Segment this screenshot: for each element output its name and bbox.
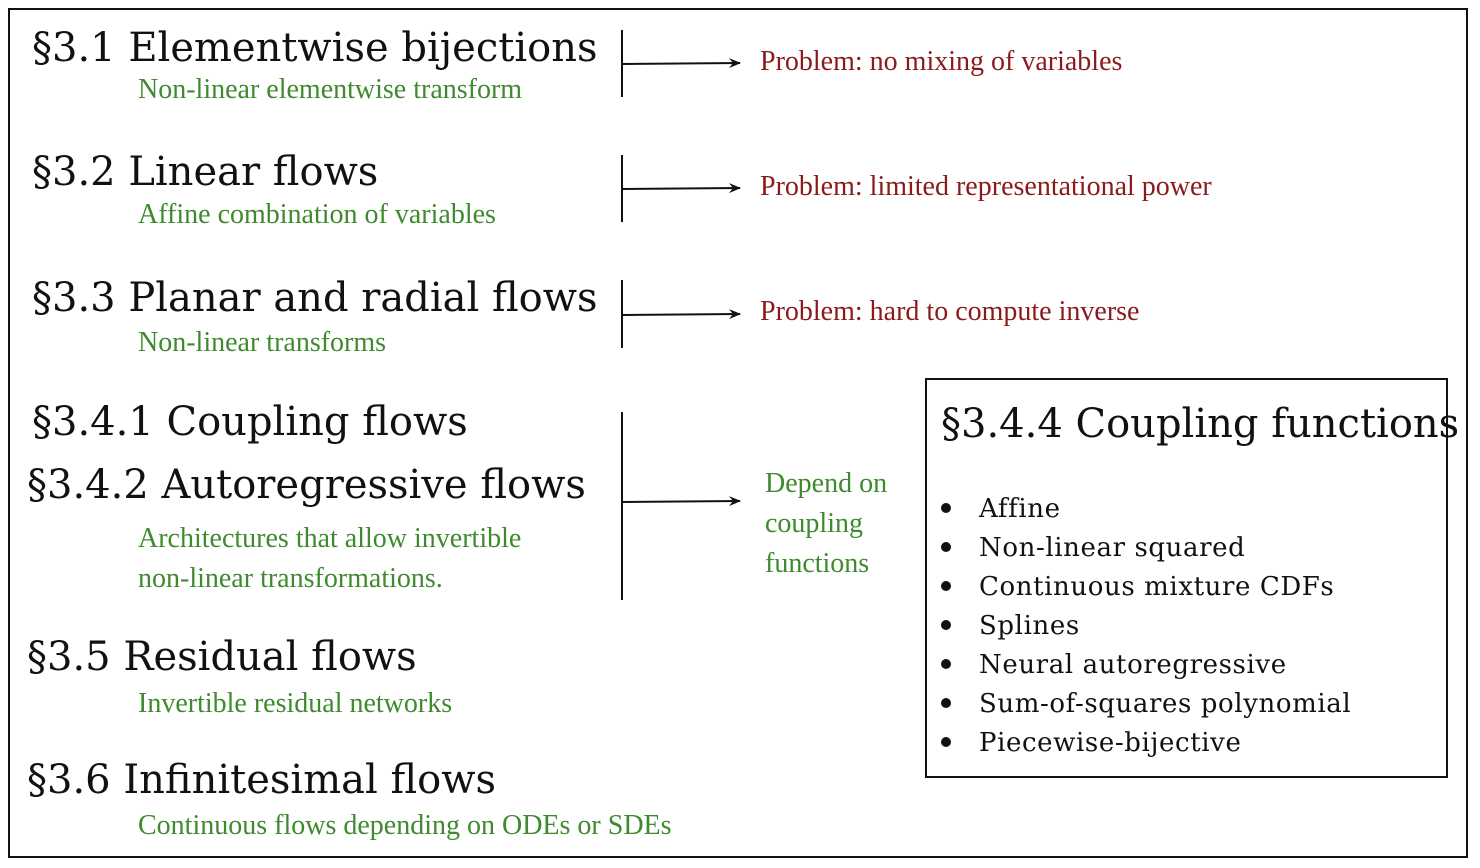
bullet-icon [941,581,951,591]
section-heading-infinitesimal: §3.6 Infinitesimal flows [27,757,497,803]
bullet-icon [941,659,951,669]
section-heading-residual: §3.5 Residual flows [27,634,417,680]
section-heading-autoregressive: §3.4.2 Autoregressive flows [27,462,586,508]
coupling-functions-list: Affine Non-linear squared Continuous mix… [941,490,1351,763]
list-item: Piecewise-bijective [941,724,1351,763]
section-subtitle-autoregressive-line1: Architectures that allow invertible [138,523,522,554]
section-subtitle-linear: Affine combination of variables [138,199,496,230]
coupling-function-affine: Affine [979,494,1061,524]
diagram-frame [8,8,1468,858]
problem-planar-radial: Problem: hard to compute inverse [760,296,1140,327]
coupling-function-piecewise-bijective: Piecewise-bijective [979,728,1242,758]
list-item: Neural autoregressive [941,646,1351,685]
list-item: Continuous mixture CDFs [941,568,1351,607]
section-subtitle-planar-radial: Non-linear transforms [138,327,387,358]
problem-elementwise: Problem: no mixing of variables [760,46,1123,77]
depend-on-coupling-note: Depend on coupling functions [765,464,887,584]
coupling-function-splines: Splines [979,611,1080,641]
bullet-icon [941,620,951,630]
depend-note-line3: functions [765,548,870,579]
coupling-function-sum-of-squares: Sum-of-squares polynomial [979,689,1352,719]
bullet-icon [941,542,951,552]
depend-note-line2: coupling [765,508,863,539]
coupling-function-mixture-cdfs: Continuous mixture CDFs [979,572,1335,602]
bracket-arrow-coupling-autoregressive [621,412,741,600]
section-subtitle-infinitesimal: Continuous flows depending on ODEs or SD… [138,810,672,841]
coupling-function-nonlinear-squared: Non-linear squared [979,533,1246,563]
bullet-icon [941,698,951,708]
bracket-arrow-planar-radial [621,280,741,348]
bullet-icon [941,503,951,513]
coupling-functions-box: §3.4.4 Coupling functions Affine Non-lin… [925,378,1459,778]
problem-linear: Problem: limited representational power [760,171,1212,202]
list-item: Sum-of-squares polynomial [941,685,1351,724]
bracket-arrow-linear [621,155,741,222]
list-item: Splines [941,607,1351,646]
coupling-function-neural-autoregressive: Neural autoregressive [979,650,1287,680]
list-item: Non-linear squared [941,529,1351,568]
section-subtitle-autoregressive-line2: non-linear transformations. [138,563,443,594]
section-heading-elementwise: §3.1 Elementwise bijections [32,25,598,71]
bracket-arrow-elementwise [621,30,741,97]
coupling-functions-title: §3.4.4 Coupling functions [941,401,1460,447]
list-item: Affine [941,490,1351,529]
section-heading-planar-radial: §3.3 Planar and radial flows [32,275,598,321]
section-heading-coupling: §3.4.1 Coupling flows [32,399,468,445]
bullet-icon [941,737,951,747]
section-subtitle-residual: Invertible residual networks [138,688,453,719]
section-heading-linear: §3.2 Linear flows [32,149,379,195]
section-subtitle-elementwise: Non-linear elementwise transform [138,74,523,105]
depend-note-line1: Depend on [765,468,888,499]
